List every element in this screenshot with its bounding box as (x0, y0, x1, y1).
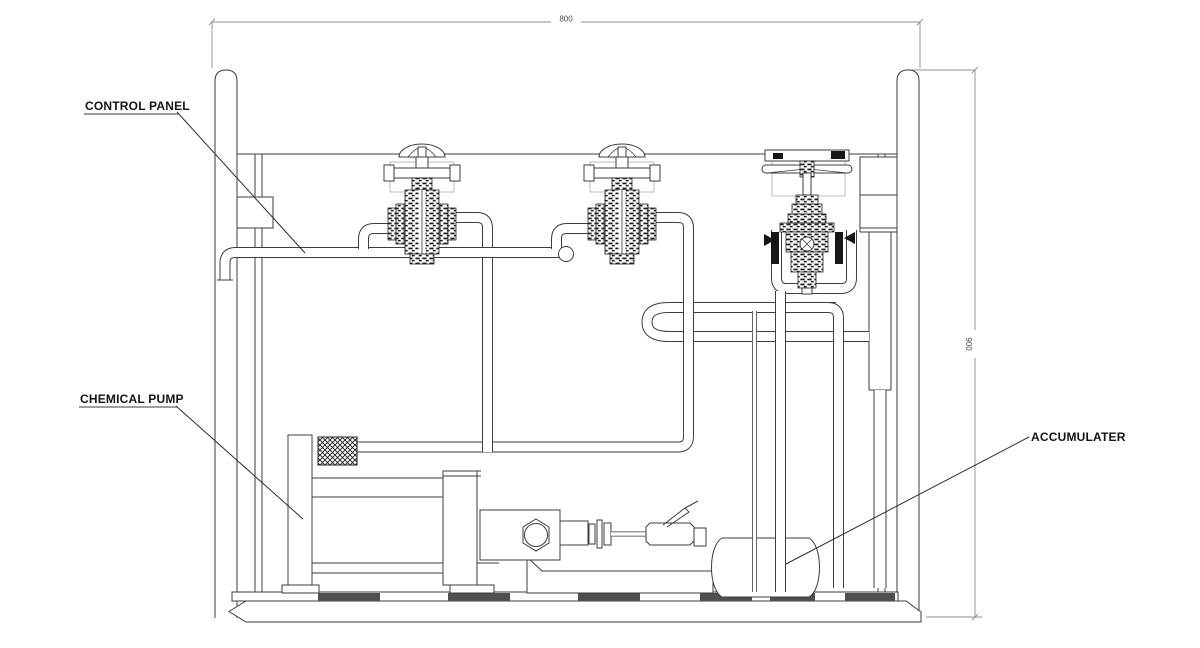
ball-valve (645, 522, 695, 546)
globe-valve-2 (583, 143, 661, 265)
left-post (214, 69, 238, 618)
pipe-fitting-circle (558, 246, 574, 262)
leader-accumulator (785, 436, 1030, 565)
annotations: CONTROL PANEL CHEMICAL PUMP ACCUMULATER (79, 99, 1126, 565)
leader-chemical-pump (175, 405, 304, 520)
pump-end-plate (287, 434, 313, 586)
right-wall-channel-box (868, 231, 892, 391)
ball-valve-handle (662, 500, 699, 528)
left-wall-bracket (236, 196, 274, 229)
label-control-panel: CONTROL PANEL (85, 99, 190, 113)
flow-arrow-right (844, 232, 855, 244)
gate-valve (761, 149, 855, 295)
piping-drops (752, 291, 786, 592)
label-chemical-pump: CHEMICAL PUMP (80, 392, 184, 406)
dimension-width: 800 (208, 13, 924, 68)
flow-arrow-left (764, 234, 775, 246)
label-accumulator: ACCUMULATER (1031, 430, 1126, 444)
dim-width-text: 800 (559, 15, 573, 24)
chemical-pump (281, 434, 714, 594)
dimension-height: 900 (908, 66, 982, 621)
pump-pedestal (526, 555, 714, 594)
piping (217, 212, 887, 588)
dim-height-text: 900 (964, 337, 973, 351)
accumulator (711, 537, 820, 598)
pump-foot (281, 584, 320, 594)
leader-control-panel (176, 111, 306, 254)
globe-valve-1 (383, 143, 461, 265)
right-post (896, 69, 920, 618)
skid-beam (228, 600, 922, 623)
pump-discharge-block (317, 436, 358, 466)
pump-flange (442, 470, 478, 586)
pump-barrel (311, 477, 444, 574)
